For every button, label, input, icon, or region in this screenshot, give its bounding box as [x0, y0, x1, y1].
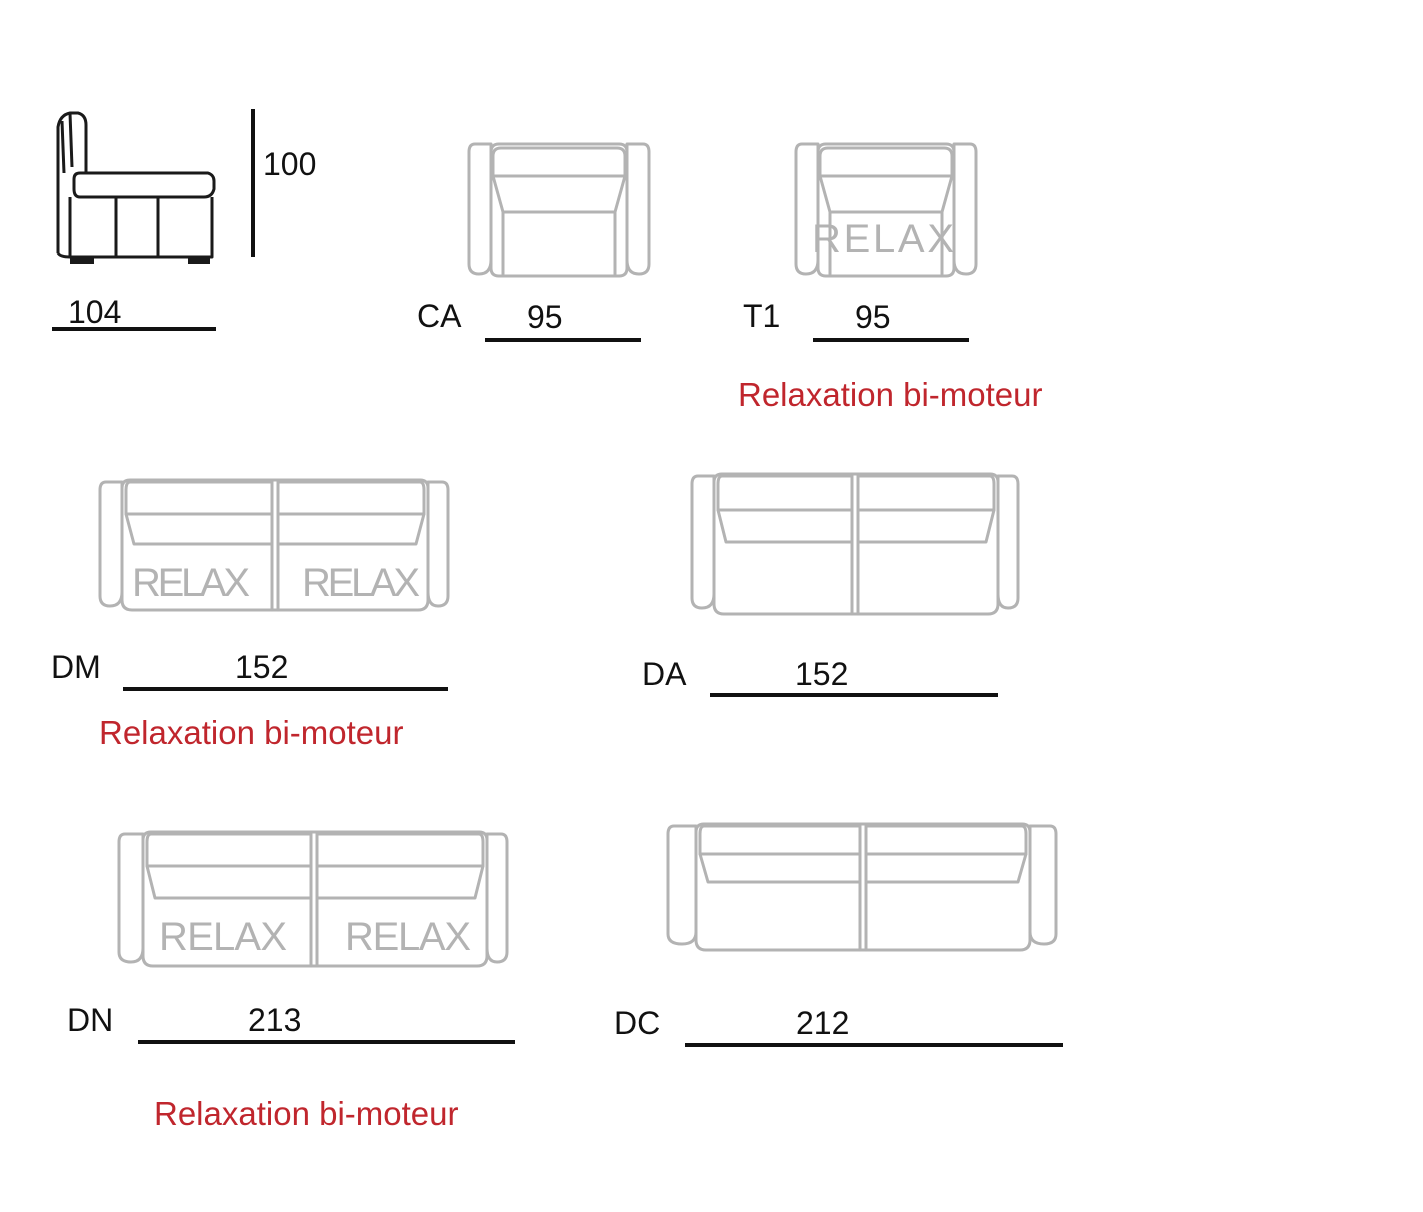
armchair-side-view-icon — [56, 111, 216, 264]
item-code-ca: CA — [417, 298, 462, 334]
depth-dimension-line — [52, 327, 216, 331]
item-width-t1: 95 — [855, 299, 891, 335]
sofa-dc-drawing — [666, 822, 1058, 952]
relax-label-right: RELAX — [345, 915, 471, 959]
item-code-dc: DC — [614, 1005, 661, 1041]
item-code-da: DA — [642, 656, 687, 692]
item-width-line-dn — [138, 1040, 515, 1044]
item-code-dn: DN — [67, 1002, 114, 1038]
item-note-dn: Relaxation bi-moteur — [154, 1095, 459, 1132]
sofa-dn-drawing: RELAX RELAX — [117, 830, 509, 968]
armchair-ca-drawing — [467, 142, 651, 278]
relax-label-left: RELAX — [159, 915, 287, 959]
item-width-line-t1 — [813, 338, 969, 342]
item-width-line-dm — [123, 687, 448, 691]
item-note-dm: Relaxation bi-moteur — [99, 714, 404, 751]
height-dimension-line — [251, 109, 255, 257]
item-width-da: 152 — [795, 656, 849, 692]
armchair-t1-drawing: RELAX — [794, 142, 978, 278]
relax-label-right: RELAX — [302, 561, 420, 605]
item-code-dm: DM — [51, 649, 101, 685]
item-note-t1: Relaxation bi-moteur — [738, 376, 1043, 413]
height-dimension-label: 100 — [263, 146, 317, 182]
item-width-dm: 152 — [235, 649, 289, 685]
depth-dimension-label: 104 — [68, 294, 122, 330]
item-width-line-ca — [485, 338, 641, 342]
sofa-dm-drawing: RELAX RELAX — [98, 478, 450, 612]
item-width-ca: 95 — [527, 299, 563, 335]
item-width-dn: 213 — [248, 1002, 302, 1038]
item-width-line-dc — [685, 1043, 1063, 1047]
relax-label: RELAX — [812, 217, 954, 261]
item-width-line-da — [710, 693, 998, 697]
item-code-t1: T1 — [743, 298, 781, 334]
relax-label-left: RELAX — [132, 561, 250, 605]
item-width-dc: 212 — [796, 1005, 850, 1041]
sofa-da-drawing — [690, 472, 1020, 616]
